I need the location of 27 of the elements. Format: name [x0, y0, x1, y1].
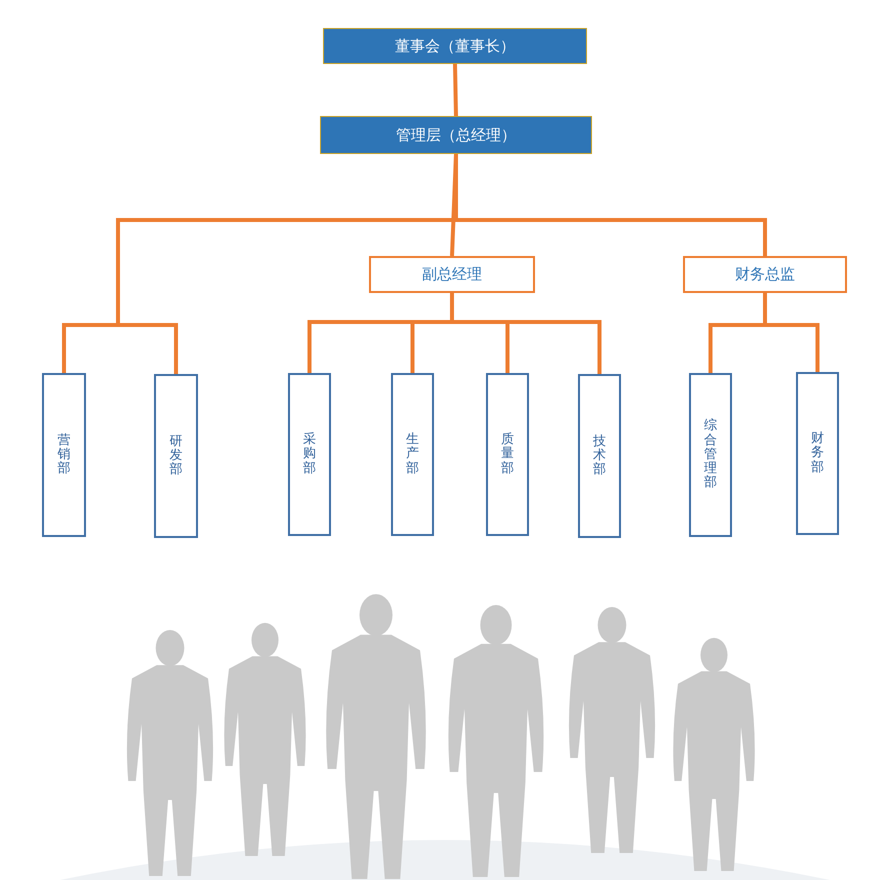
box-label: 技术部 — [593, 434, 606, 478]
box-label: 采购部 — [303, 433, 316, 476]
department-box — [391, 373, 434, 536]
department-box — [486, 373, 529, 536]
box-label: 生产部 — [406, 433, 419, 476]
department-box — [288, 373, 331, 536]
department-box — [154, 374, 198, 538]
box-label: 管理层（总经理） — [396, 126, 516, 144]
department-box — [578, 374, 621, 538]
box-label: 质量部 — [501, 433, 514, 476]
box-label: 营销部 — [58, 434, 70, 476]
header-box — [323, 28, 587, 64]
department-box — [796, 372, 839, 535]
manager-box — [369, 256, 535, 293]
department-box — [42, 373, 86, 537]
connector-line — [453, 64, 458, 116]
box-label: 副总经理 — [422, 265, 482, 284]
box-label: 综合管理部 — [704, 419, 717, 491]
box-label: 财务总监 — [735, 265, 795, 284]
connector-line — [450, 293, 602, 374]
box-label: 财务部 — [811, 432, 824, 475]
connector-line — [763, 293, 820, 372]
manager-box — [683, 256, 847, 293]
department-box — [689, 373, 732, 537]
header-box — [320, 116, 592, 154]
box-label: 研发部 — [170, 434, 182, 478]
box-label: 董事会（董事长） — [395, 36, 515, 56]
